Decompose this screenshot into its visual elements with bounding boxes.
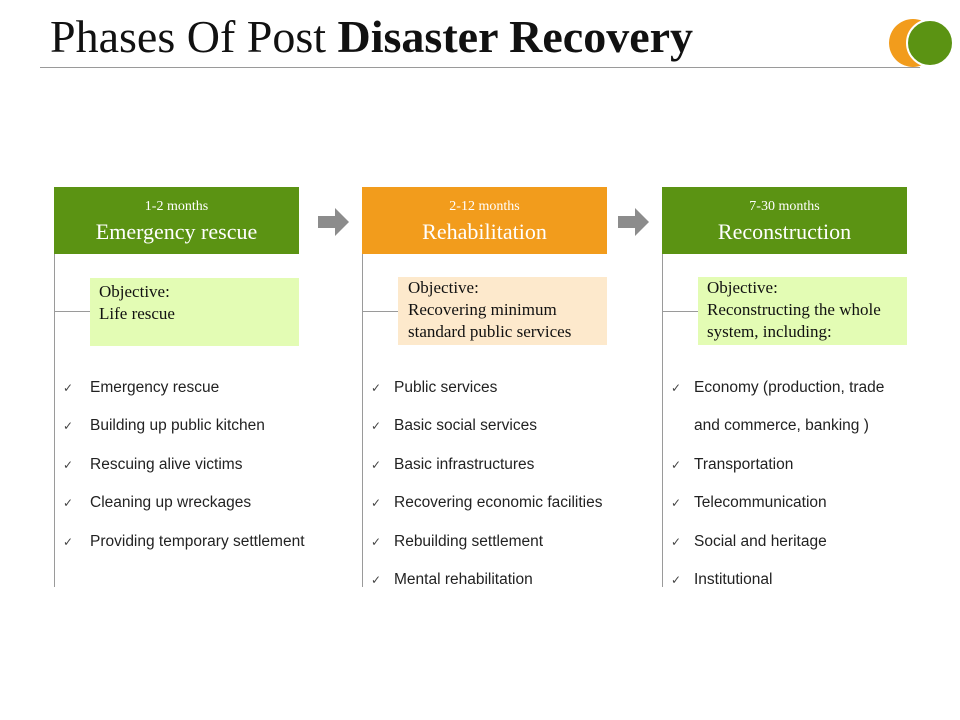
list-item: ✓ Mental rehabilitation [362, 567, 632, 605]
phase-header: 2-12 months Rehabilitation [362, 187, 607, 254]
phase-duration: 1-2 months [144, 199, 209, 214]
check-icon: ✓ [671, 534, 682, 549]
list-item-text: Rebuilding settlement [394, 532, 544, 550]
phase-activity-list: ✓ Economy (production, trade and commerce… [662, 375, 932, 605]
list-item-text: Cleaning up wreckages [90, 494, 252, 512]
objective-text: Life rescue [99, 304, 175, 323]
list-item: ✓ Recovering economic facilities [362, 490, 632, 528]
list-item-text: Transportation [694, 455, 794, 473]
list-item: and commerce, banking ) [662, 413, 932, 451]
phase-vertical-line [362, 254, 363, 587]
phase-activity-list: ✓Public services ✓Basic social services … [362, 375, 632, 605]
list-item-text: and commerce, banking ) [694, 417, 869, 435]
check-icon: ✓ [671, 457, 682, 472]
check-icon: ✓ [63, 381, 74, 395]
list-item: ✓ Institutional [662, 567, 932, 605]
phase-name: Emergency rescue [95, 219, 258, 244]
list-item-text: Social and heritage [694, 532, 827, 550]
phase-vertical-line [662, 254, 663, 587]
check-icon: ✓ [371, 572, 382, 587]
list-item-text: Basic infrastructures [394, 455, 535, 473]
check-icon: ✓ [371, 419, 382, 434]
title-bold: Disaster Recovery [337, 11, 694, 62]
objective-text: Reconstructing the whole system, includi… [707, 300, 881, 341]
arrow-right-icon [618, 208, 649, 236]
arrow-right-icon [318, 208, 349, 236]
list-item: ✓ Rescuing alive victims [54, 452, 324, 490]
list-item-text: Public services [394, 379, 498, 396]
page-title: Phases Of Post Disaster Recovery [50, 10, 693, 63]
phase-duration: 2-12 months [449, 199, 520, 214]
list-item: ✓ Rebuilding settlement [362, 529, 632, 567]
phase-rehabilitation: 2-12 months Rehabilitation Objective: Re… [362, 187, 622, 588]
check-icon: ✓ [63, 496, 74, 511]
list-item: ✓ Economy (production, trade [662, 375, 932, 413]
list-item: ✓ Basic infrastructures [362, 452, 632, 490]
check-icon: ✓ [63, 457, 74, 472]
list-item: ✓ Social and heritage [662, 529, 932, 567]
logo-circles [889, 19, 957, 69]
list-item-text: Telecommunication [694, 494, 827, 512]
check-icon: ✓ [371, 381, 382, 395]
objective-label: Objective: [408, 278, 479, 297]
check-icon: ✓ [671, 381, 682, 395]
check-icon: ✓ [671, 496, 682, 511]
check-icon: ✓ [671, 572, 682, 587]
list-item-text: Basic social services [394, 417, 537, 435]
phase-activity-list: ✓ Emergency rescue ✓ Building up public ki… [54, 375, 324, 567]
phase-duration: 7-30 months [749, 199, 820, 214]
list-item-text: Emergency rescue [90, 379, 220, 396]
list-item: ✓ Telecommunication [662, 490, 932, 528]
objective-label: Objective: [707, 278, 778, 297]
list-item-text: Recovering economic facilities [394, 494, 603, 512]
phase-header: 7-30 months Reconstruction [662, 187, 907, 254]
check-icon: ✓ [63, 534, 74, 549]
list-item-text: Mental rehabilitation [394, 570, 533, 588]
list-item: ✓ Building up public kitchen [54, 413, 324, 451]
phase-name: Rehabilitation [422, 219, 547, 244]
list-item: ✓ Public services [362, 375, 632, 413]
objective-box: Objective: Recovering minimum standard p… [398, 277, 607, 345]
objective-connector [662, 311, 698, 312]
green-circle-icon [906, 19, 954, 67]
objective-label: Objective: [99, 282, 170, 301]
check-icon: ✓ [63, 419, 74, 434]
objective-text: Recovering minimum standard public servi… [408, 300, 572, 341]
check-icon: ✓ [371, 534, 382, 549]
list-item: ✓ Basic social services [362, 413, 632, 451]
list-item-text: Economy (production, trade [694, 379, 885, 396]
list-item-text: Providing temporary settlement [90, 532, 305, 550]
list-item-text: Institutional [694, 570, 773, 588]
phase-name: Reconstruction [717, 219, 852, 244]
list-item-text: Rescuing alive victims [90, 455, 243, 473]
objective-connector [362, 311, 398, 312]
check-icon: ✓ [371, 457, 382, 472]
list-item: ✓ Cleaning up wreckages [54, 490, 324, 528]
title-normal: Phases Of Post [50, 11, 338, 62]
phase-vertical-line [54, 254, 55, 587]
list-item-text: Building up public kitchen [90, 417, 265, 435]
title-divider [40, 67, 920, 68]
phase-header: 1-2 months Emergency rescue [54, 187, 299, 254]
phase-emergency-rescue: 1-2 months Emergency rescue Objective: L… [54, 187, 314, 587]
objective-box: Objective: Reconstructing the whole syst… [698, 277, 907, 345]
objective-box: Objective: Life rescue [90, 278, 299, 346]
objective-connector [54, 311, 90, 312]
phase-reconstruction: 7-30 months Reconstruction Objective: Re… [662, 187, 922, 588]
list-item: ✓ Transportation [662, 452, 932, 490]
list-item: ✓ Emergency rescue [54, 375, 324, 413]
check-icon: ✓ [371, 496, 382, 511]
list-item: ✓ Providing temporary settlement [54, 529, 324, 567]
